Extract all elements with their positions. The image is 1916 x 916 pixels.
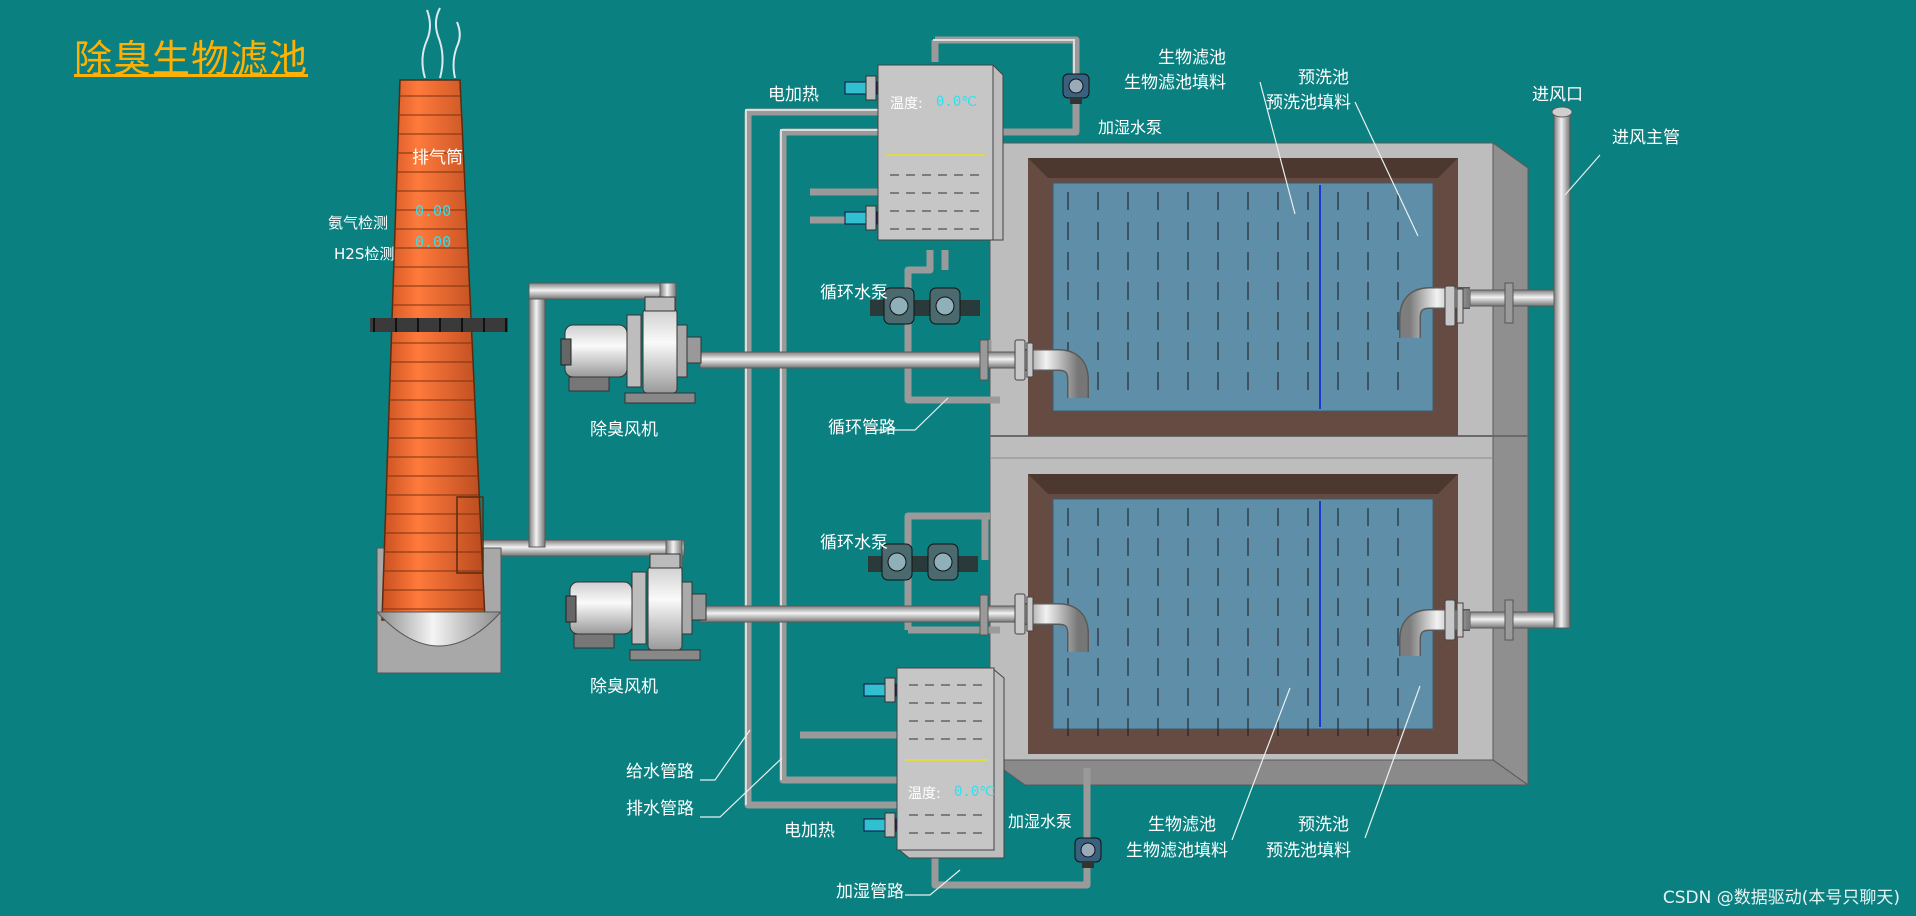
bio-fill-top-label: 生物滤池填料 [1124, 73, 1226, 93]
water-tank-top [877, 64, 1004, 241]
h2s-value: 0.00 [415, 233, 452, 251]
nh3-value: 0.00 [415, 202, 452, 220]
tank-top-temp-label: 温度: [890, 96, 923, 112]
filter-basin-top [1028, 158, 1458, 436]
stack-label: 排气筒 [412, 148, 463, 168]
heater-top-label: 电加热 [768, 85, 819, 105]
circulation-pump-bottom[interactable] [868, 543, 978, 581]
circulation-pipe-label: 循环管路 [828, 418, 896, 438]
humidify-pipe-label: 加湿管路 [836, 882, 904, 902]
tank-bottom-temp-value: 0.0℃ [954, 784, 996, 800]
duct-elbows [1020, 287, 1470, 656]
humidify-pump-bottom[interactable] [1074, 837, 1102, 868]
circ-pump-top-label: 循环水泵 [820, 283, 888, 303]
watermark: CSDN @数据驱动(本号只聊天) [1662, 888, 1900, 908]
filter-basin-bottom [1028, 474, 1458, 754]
heater-bottom-label: 电加热 [784, 821, 835, 841]
page-title: 除臭生物滤池 [74, 37, 309, 81]
fan-bottom-label: 除臭风机 [590, 677, 658, 697]
water-tank-bottom [896, 667, 1005, 859]
air-ducts [475, 106, 1573, 641]
water-pipe-network-highlight [745, 39, 1075, 805]
prewash-pool-bottom-label: 预洗池 [1298, 815, 1349, 835]
nh3-label: 氨气检测 [328, 214, 389, 232]
h2s-label: H2S检测 [334, 245, 395, 263]
deodor-fan-top[interactable] [560, 296, 702, 404]
deodor-fan-bottom[interactable] [565, 553, 707, 661]
inlet-label: 进风口 [1532, 85, 1583, 105]
duct-flanges [1014, 285, 1464, 641]
prewash-fill-top-label: 预洗池填料 [1266, 93, 1351, 113]
bio-pool-bottom-label: 生物滤池 [1148, 815, 1216, 835]
humidify-pump-bottom-label: 加湿水泵 [1008, 812, 1073, 831]
exhaust-stack [370, 7, 508, 674]
circulation-pump-top[interactable] [870, 287, 980, 325]
bio-pool-top-label: 生物滤池 [1158, 48, 1226, 68]
main-inlet-label: 进风主管 [1612, 128, 1680, 148]
tank-top-temp-value: 0.0℃ [936, 94, 978, 110]
humidify-pump-top[interactable] [1062, 73, 1090, 104]
prewash-pool-top-label: 预洗池 [1298, 68, 1349, 88]
supply-pipe-label: 给水管路 [626, 762, 694, 782]
drain-pipe-label: 排水管路 [626, 799, 694, 819]
heater-rods [844, 75, 897, 838]
prewash-fill-bottom-label: 预洗池填料 [1266, 841, 1351, 861]
tank-bottom-temp-label: 温度: [908, 786, 941, 802]
circ-pump-bottom-label: 循环水泵 [820, 533, 888, 553]
fan-top-label: 除臭风机 [590, 420, 658, 440]
humidify-pump-top-label: 加湿水泵 [1098, 118, 1163, 137]
leader-lines [700, 81, 1601, 896]
bio-fill-bottom-label: 生物滤池填料 [1126, 841, 1228, 861]
